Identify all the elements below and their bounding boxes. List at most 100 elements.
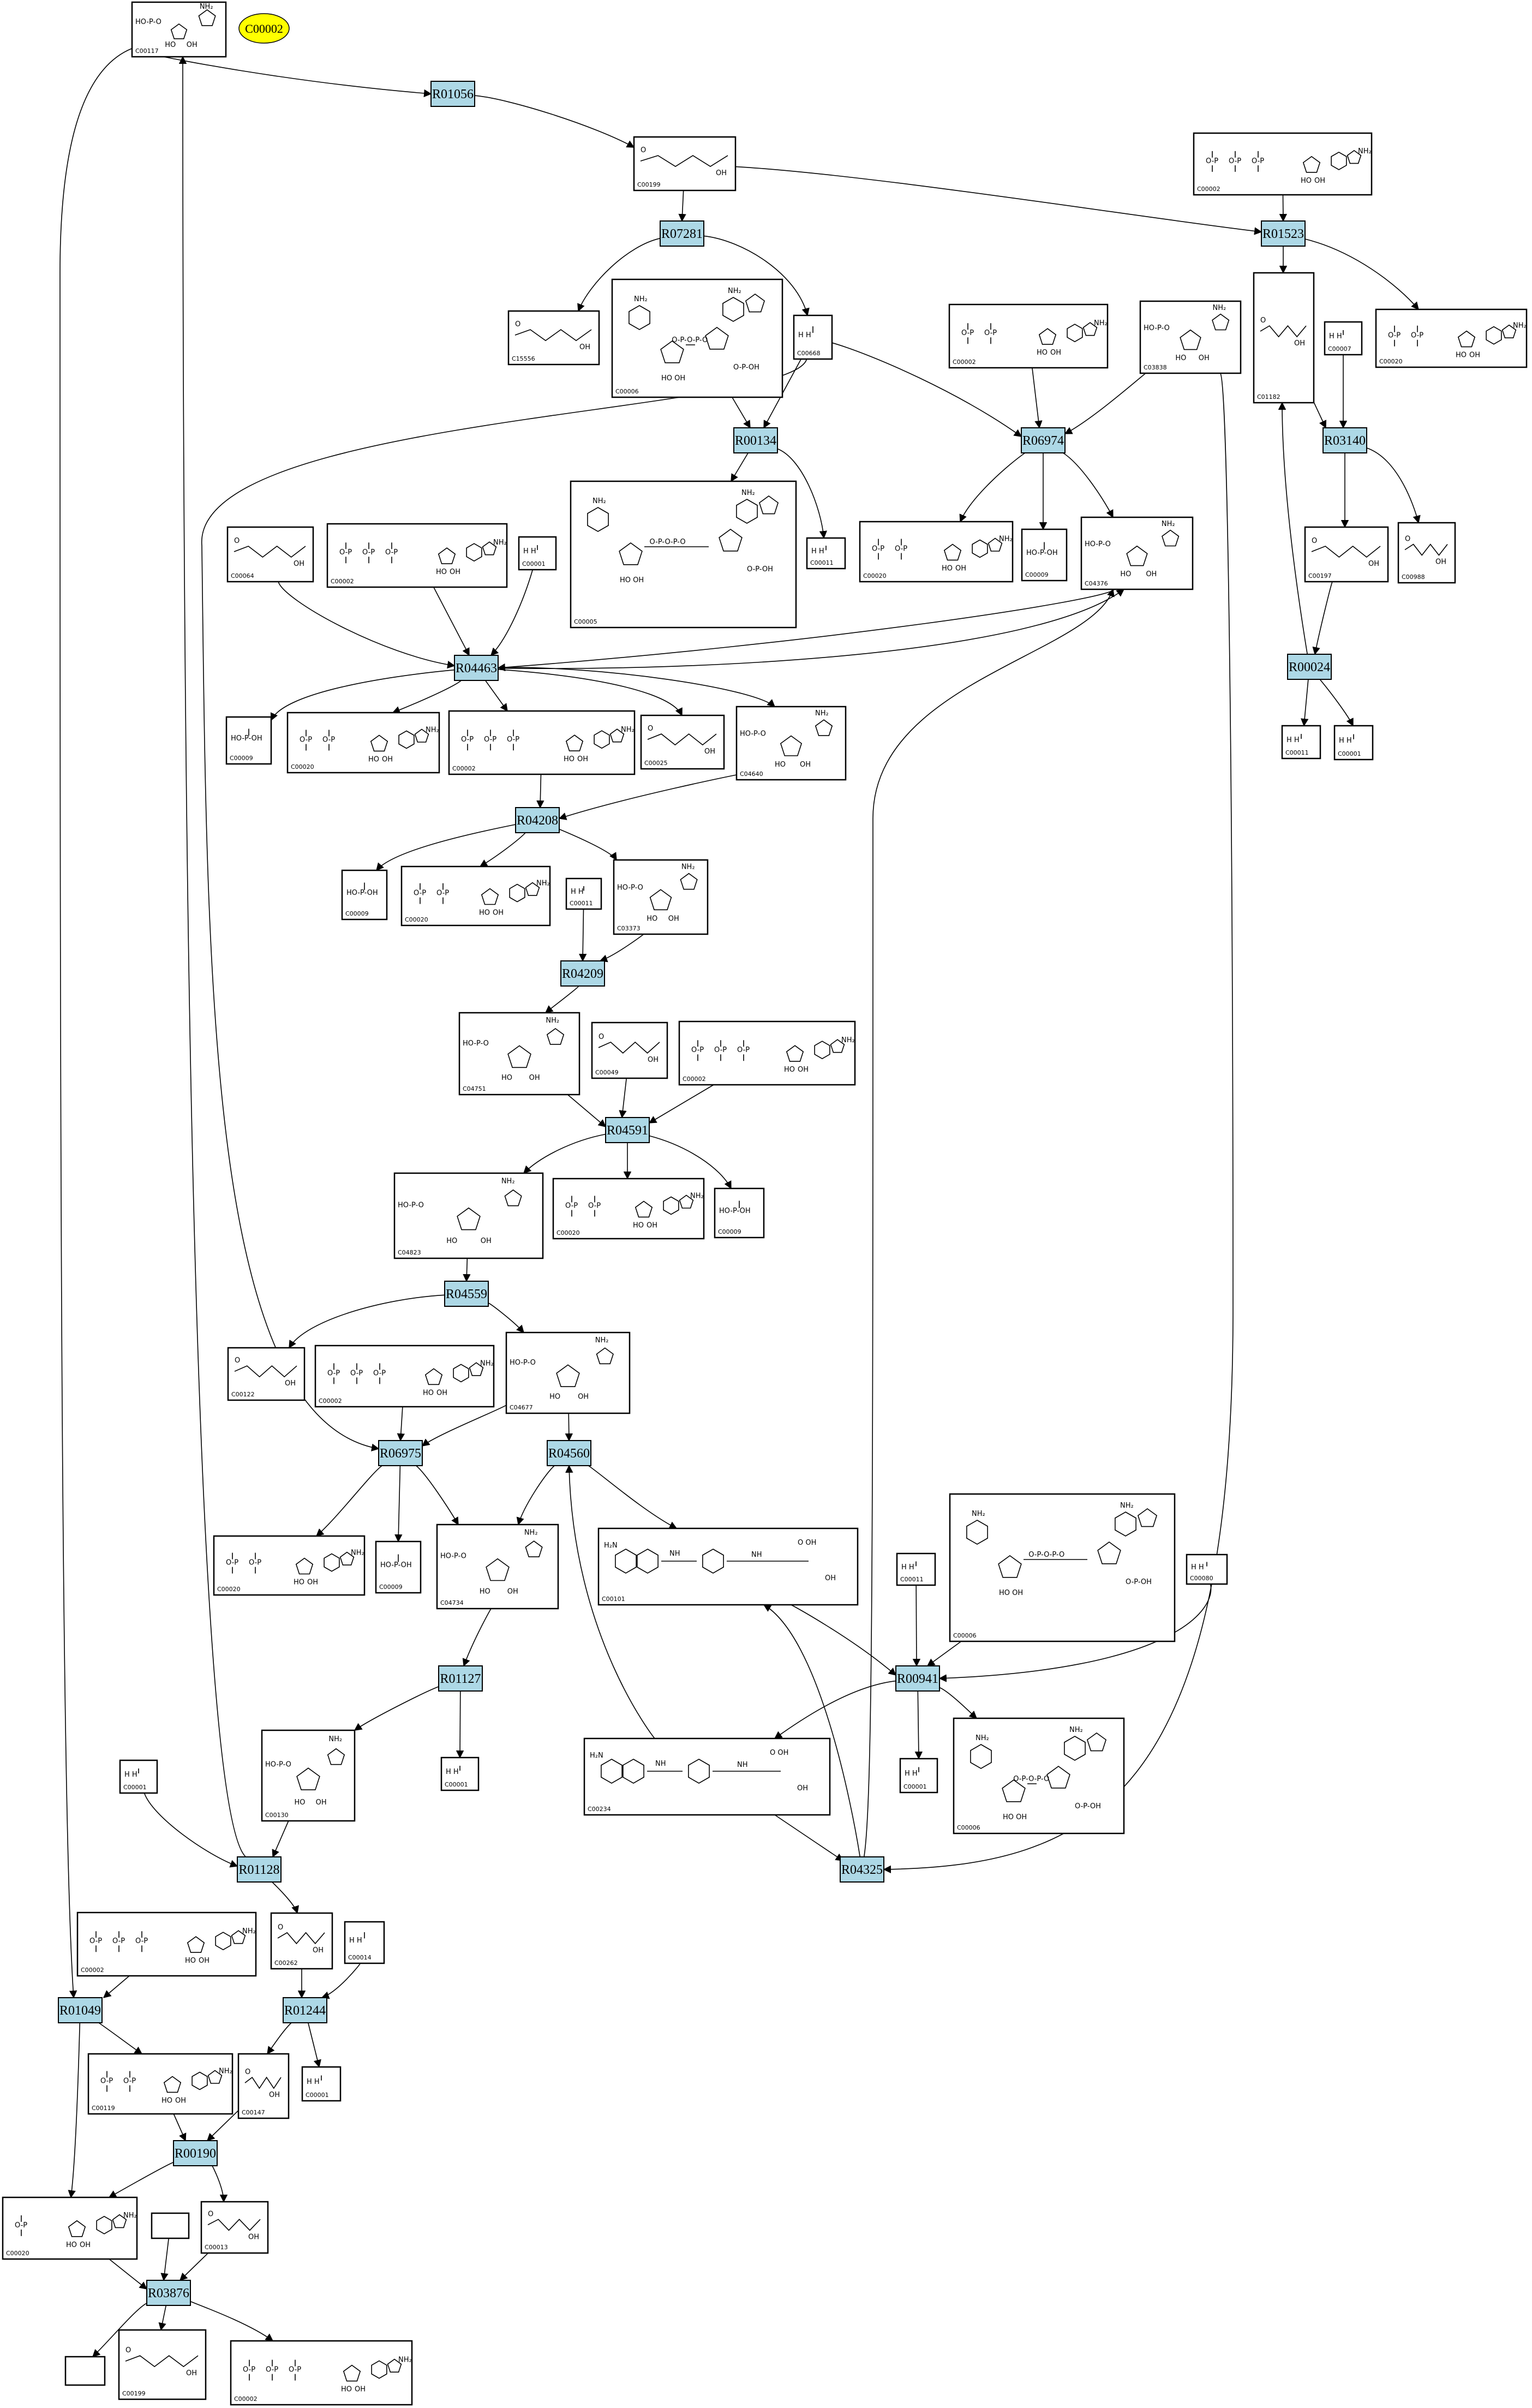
reaction-node[interactable]: R00941 [895,1665,940,1692]
svg-text:O-P: O-P [350,1369,363,1377]
compound-node[interactable] [151,2212,190,2239]
svg-text:O-P: O-P [373,1369,386,1377]
reaction-node[interactable]: R01127 [438,1665,483,1692]
reaction-node[interactable]: R03876 [146,2280,191,2306]
edge-c668-R06975 [201,358,807,1451]
reaction-node[interactable]: R07281 [660,220,704,247]
reaction-node[interactable]: R04560 [547,1440,591,1466]
reaction-node[interactable]: R06974 [1021,427,1066,453]
reaction-node[interactable]: R01049 [58,1997,103,2023]
reaction-node[interactable]: R04325 [840,1856,884,1883]
compound-node[interactable] [64,2356,106,2386]
reaction-node[interactable]: R04463 [454,655,499,681]
reaction-node[interactable]: R04591 [605,1117,650,1143]
reaction-node[interactable]: R04209 [560,960,605,987]
reaction-node[interactable]: R01523 [1261,220,1306,247]
edge-c002g-R01049 [103,1975,130,1998]
reaction-node[interactable]: R00024 [1287,654,1332,680]
edge-R03140-c988 [1366,447,1421,524]
reaction-node[interactable]: R04559 [444,1281,489,1307]
highlight-node[interactable]: C00002 [238,13,290,44]
svg-text:O: O [1312,537,1317,545]
compound-id: C00011 [900,1576,924,1583]
reaction-node[interactable]: R01128 [237,1856,282,1883]
reaction-node[interactable]: R03140 [1322,427,1367,453]
reaction-node[interactable]: R01244 [283,1997,327,2023]
reaction-node[interactable]: R04208 [515,807,560,833]
reaction-node[interactable]: R00190 [173,2140,218,2166]
reaction-node[interactable]: R06975 [378,1440,423,1466]
structure-drawing: OOH [514,320,592,351]
svg-text:NH₂: NH₂ [351,1549,364,1557]
reaction-node[interactable]: R01056 [430,81,475,107]
reaction-node[interactable]: R00134 [733,427,778,453]
